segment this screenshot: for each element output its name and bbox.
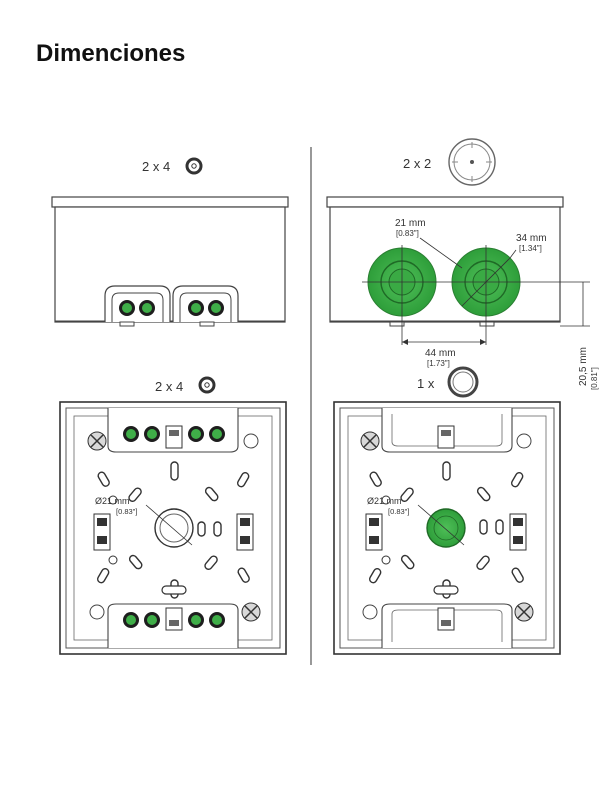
ring-small-icon <box>198 376 216 394</box>
dia-left-inch-label: [0.83"] <box>116 507 137 516</box>
dim-21mm-inch-label: [0.83"] <box>396 229 419 238</box>
qty-label-mid-right: 1 x <box>417 376 435 391</box>
page-title: Dimenciones <box>36 40 186 67</box>
front-view-right-box <box>326 196 590 345</box>
screw-icon <box>514 602 534 622</box>
cable-entry-icon <box>145 504 194 548</box>
dim-34mm-label: 34 mm <box>516 233 547 244</box>
green-seal-icon <box>209 612 225 628</box>
green-seal-icon <box>188 426 204 442</box>
green-cable-entry-icon <box>417 504 466 548</box>
dim-20-5mm-inch-label: [0.81"] <box>590 367 599 390</box>
ring-medium-icon <box>447 366 479 398</box>
dim-44mm-label: 44 mm <box>425 348 456 359</box>
qty-label-mid-left: 2 x 4 <box>155 379 183 394</box>
top-view-left-box <box>59 401 287 655</box>
top-view-right-box <box>333 401 561 655</box>
dim-44mm-inch-label: [1.73"] <box>427 359 450 368</box>
green-seal-icon <box>188 612 204 628</box>
green-seal-icon <box>144 612 160 628</box>
green-seal-icon <box>123 612 139 628</box>
green-seal-icon <box>119 300 135 316</box>
screw-icon <box>241 602 261 622</box>
green-seal-icon <box>144 426 160 442</box>
ring-large-icon <box>448 138 496 186</box>
dim-20-5mm-label: 20,5 mm <box>578 347 589 386</box>
ring-small-icon <box>185 157 203 175</box>
green-seal-icon <box>123 426 139 442</box>
dia-right-inch-label: [0.83"] <box>388 507 409 516</box>
front-view-left-box <box>51 196 289 327</box>
qty-label-top-right: 2 x 2 <box>403 156 431 171</box>
dim-34mm-inch-label: [1.34"] <box>519 244 542 253</box>
green-seal-icon <box>188 300 204 316</box>
dia-left-label: Ø21 mm <box>95 496 130 506</box>
dim-21mm-label: 21 mm <box>395 218 426 229</box>
green-seal-icon <box>208 300 224 316</box>
green-seal-icon <box>209 426 225 442</box>
screw-icon <box>360 431 380 451</box>
dia-right-label: Ø21 mm <box>367 496 402 506</box>
qty-label-top-left: 2 x 4 <box>142 159 170 174</box>
green-seal-icon <box>139 300 155 316</box>
screw-icon <box>87 431 107 451</box>
